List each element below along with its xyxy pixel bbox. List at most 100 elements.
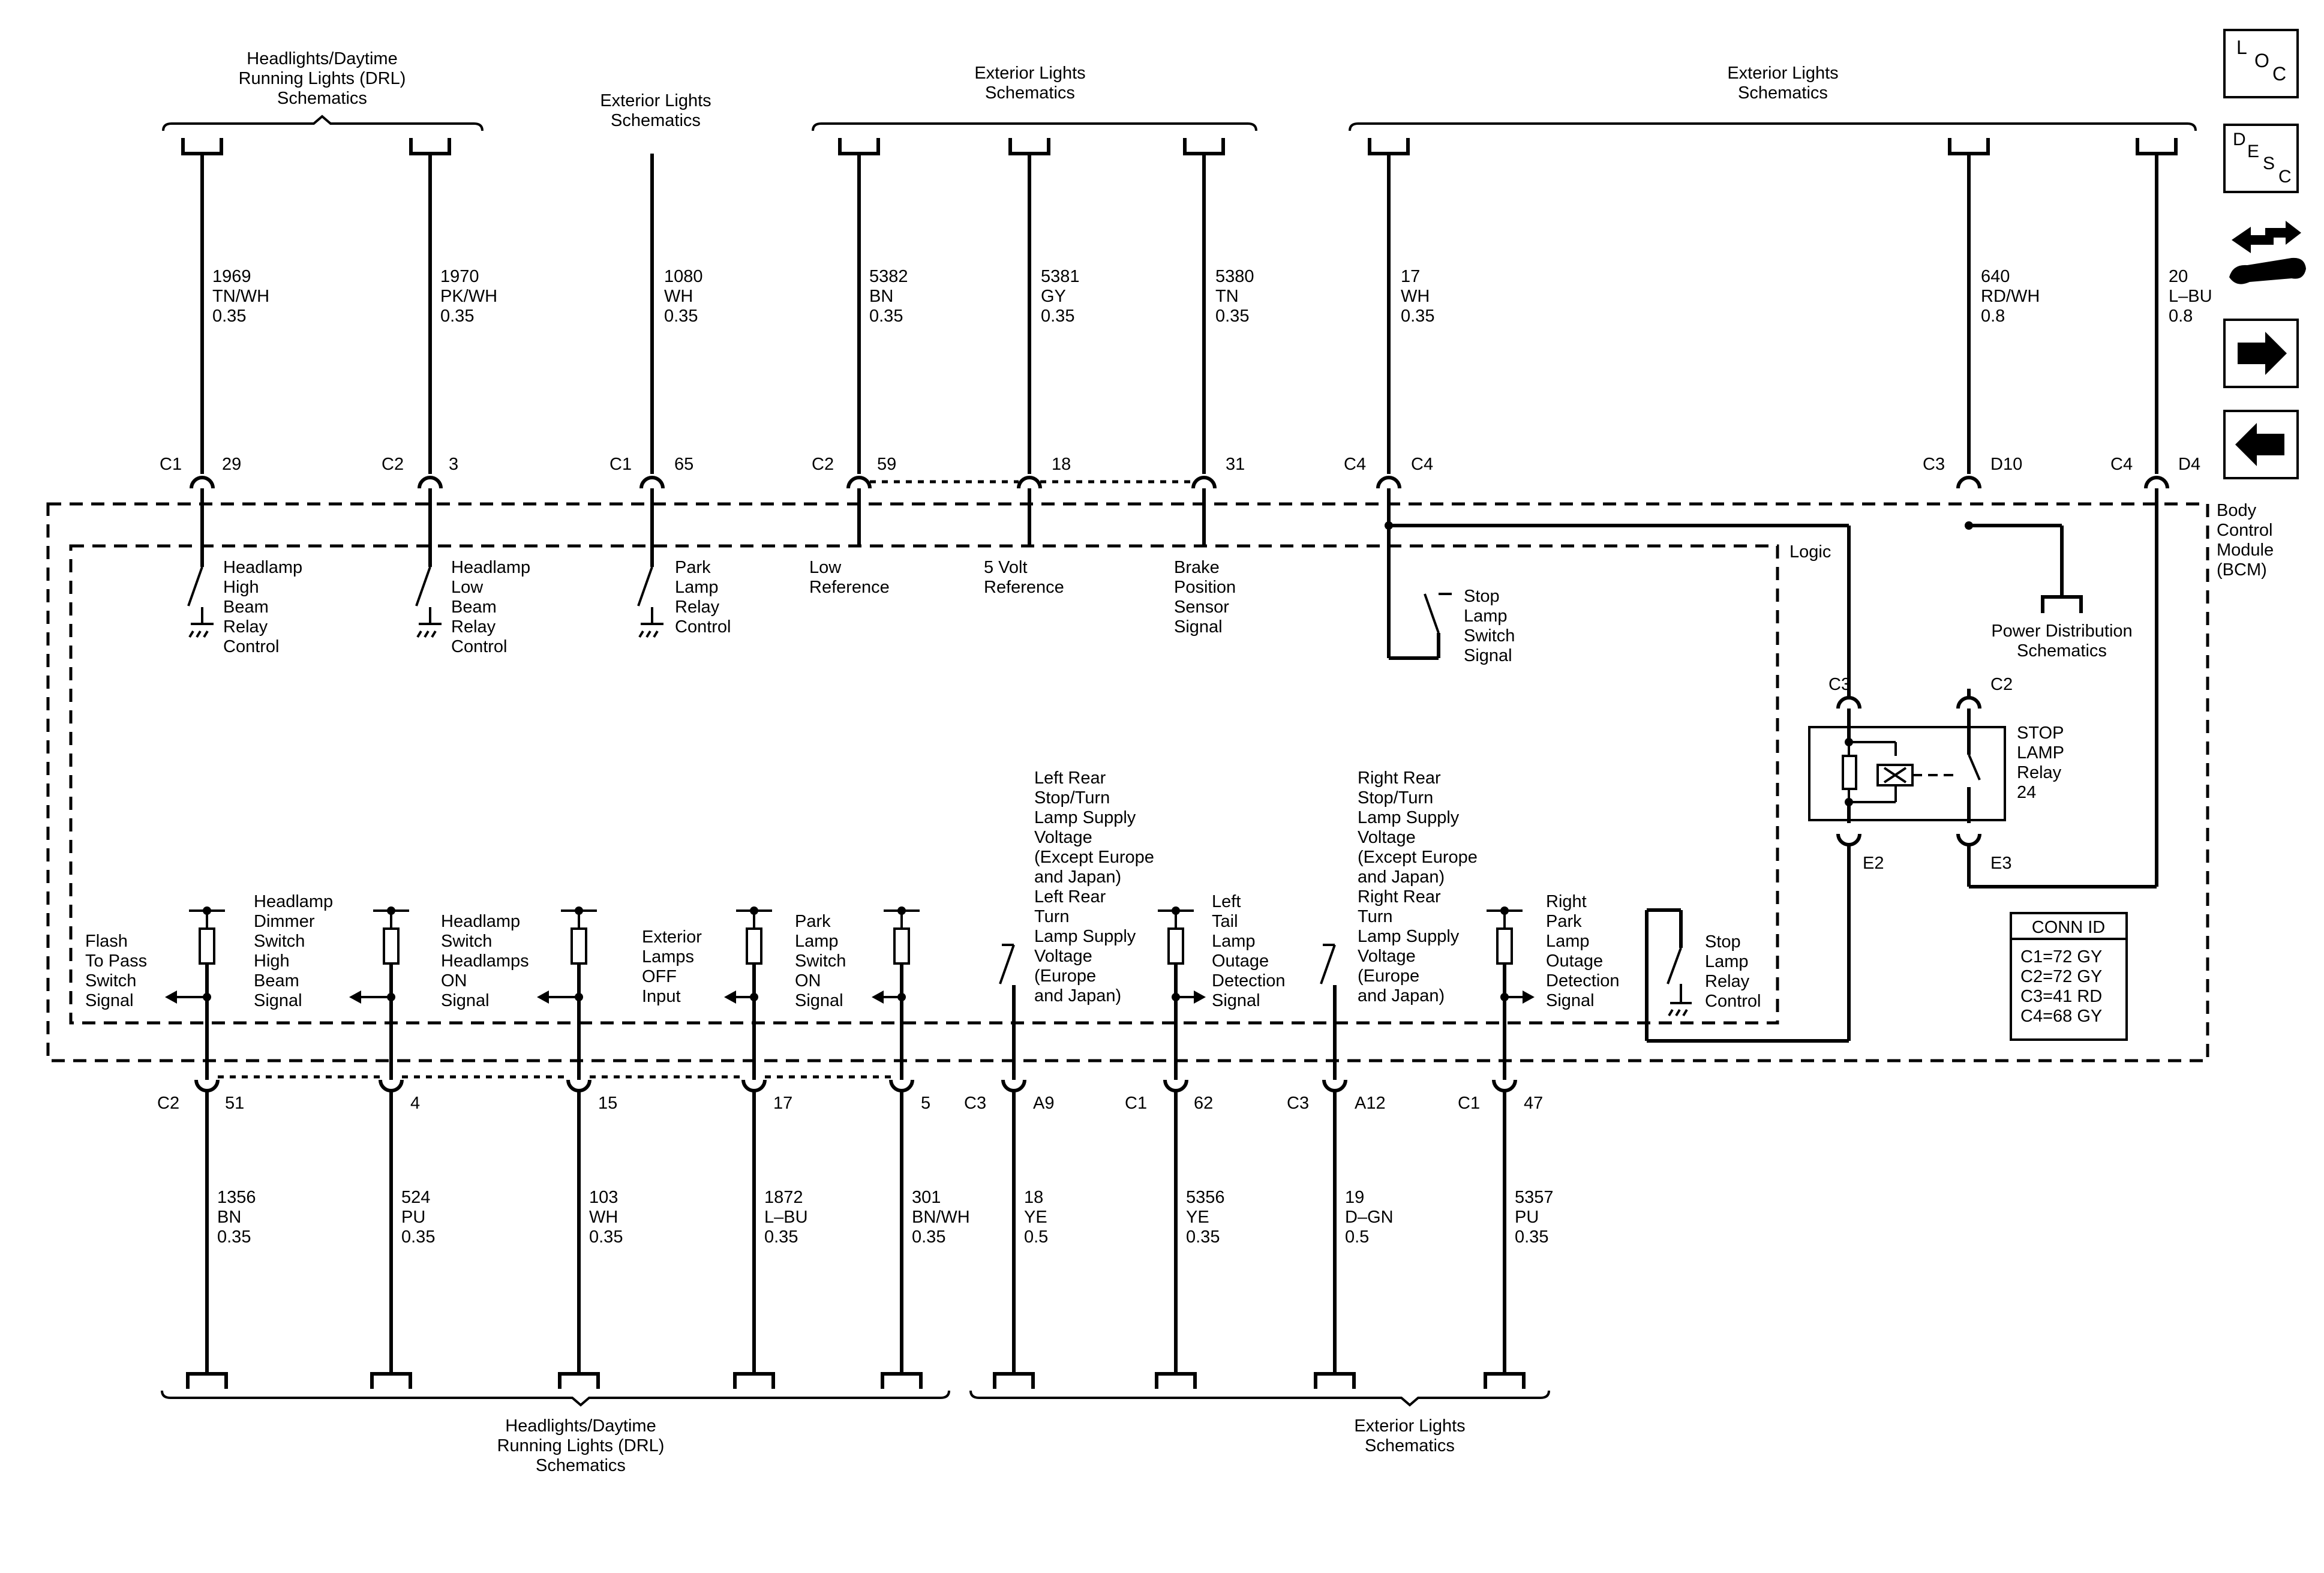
svg-text:15: 15	[598, 1094, 617, 1113]
svg-text:Schematics: Schematics	[1738, 83, 1828, 103]
svg-text:Signal: Signal	[1546, 991, 1595, 1010]
svg-text:524: 524	[401, 1188, 430, 1207]
desc-button[interactable]: D E S C	[2223, 124, 2299, 193]
svg-text:62: 62	[1194, 1094, 1213, 1113]
svg-text:Headlamp: Headlamp	[223, 558, 302, 577]
dimmer-switch-label: Headlamp Dimmer Switch High Beam Signal	[254, 892, 333, 1010]
right-rear-lamp-supply-label: Right Rear Stop/Turn Lamp Supply Voltage…	[1358, 769, 1478, 1005]
svg-text:BN: BN	[217, 1208, 241, 1227]
top-caption-drl[interactable]: Headlights/Daytime Running Lights (DRL) …	[239, 49, 406, 108]
svg-text:0.35: 0.35	[1186, 1227, 1220, 1247]
svg-text:S: S	[2263, 154, 2275, 173]
svg-text:E: E	[2247, 142, 2259, 161]
svg-text:Power Distribution: Power Distribution	[1991, 622, 2132, 641]
svg-text:Signal: Signal	[1464, 646, 1512, 665]
top-wire-label-2: 1970 PK/WH 0.35	[440, 267, 497, 326]
svg-text:(Except Europe: (Except Europe	[1358, 848, 1478, 867]
svg-text:Reference: Reference	[809, 578, 890, 597]
svg-text:C2=72 GY: C2=72 GY	[2020, 967, 2102, 986]
svg-text:0.35: 0.35	[1215, 307, 1249, 326]
svg-text:ON: ON	[441, 971, 467, 990]
top-caption-ext-3[interactable]: Exterior Lights Schematics	[1727, 64, 1838, 103]
svg-text:(Except Europe: (Except Europe	[1034, 848, 1154, 867]
svg-text:RD/WH: RD/WH	[1981, 287, 2040, 306]
svg-text:C: C	[2272, 63, 2286, 85]
top-connector-caps	[181, 138, 2178, 155]
svg-text:1080: 1080	[664, 267, 703, 286]
svg-text:Input: Input	[642, 987, 681, 1006]
svg-text:0.35: 0.35	[664, 307, 698, 326]
svg-text:TN/WH: TN/WH	[212, 287, 269, 306]
svg-text:TN: TN	[1215, 287, 1239, 306]
svg-text:Schematics: Schematics	[536, 1456, 626, 1475]
stop-lamp-relay-pins: C3 C2 E2 E3	[1828, 675, 2013, 873]
top-wire-label-9: 20 L–BU 0.8	[2169, 267, 2212, 326]
headlamps-on-label: Headlamp Switch Headlamps ON Signal	[441, 912, 529, 1010]
svg-text:C1=72 GY: C1=72 GY	[2020, 947, 2102, 966]
svg-text:59: 59	[877, 455, 896, 474]
svg-text:L: L	[2236, 37, 2247, 58]
svg-text:C3: C3	[1287, 1094, 1309, 1113]
five-volt-reference-label: 5 Volt Reference	[984, 558, 1064, 597]
svg-text:640: 640	[1981, 267, 2010, 286]
previous-page-button[interactable]	[2223, 410, 2299, 479]
bottom-caption-drl[interactable]: Headlights/Daytime Running Lights (DRL) …	[497, 1416, 665, 1475]
svg-text:PU: PU	[1515, 1208, 1539, 1227]
svg-text:C1: C1	[1458, 1094, 1480, 1113]
top-caption-ext-1[interactable]: Exterior Lights Schematics	[600, 91, 711, 130]
svg-text:LAMP: LAMP	[2017, 743, 2064, 763]
svg-text:Signal: Signal	[1174, 617, 1223, 637]
bottom-pin-labels: C2 51 4 15 17 5 C3 A9 C1 62 C3 A12 C1 47	[157, 1094, 1543, 1113]
svg-text:Outage: Outage	[1212, 951, 1269, 971]
svg-text:0.35: 0.35	[1401, 307, 1434, 326]
svg-text:Voltage: Voltage	[1358, 947, 1416, 966]
left-tail-outage-label: Left Tail Lamp Outage Detection Signal	[1212, 892, 1286, 1010]
svg-text:Right: Right	[1546, 892, 1587, 911]
stop-lamp-switch-circuit	[1385, 488, 1851, 689]
svg-text:5382: 5382	[869, 267, 908, 286]
svg-text:O: O	[2254, 50, 2269, 71]
bottom-caption-ext[interactable]: Exterior Lights Schematics	[1354, 1416, 1465, 1455]
bottom-wire-label-4: 1872 L–BU 0.35	[764, 1188, 808, 1247]
svg-text:19: 19	[1345, 1188, 1364, 1207]
svg-text:YE: YE	[1024, 1208, 1047, 1227]
arrow-left-icon	[2235, 423, 2284, 466]
bottom-wire-label-7: 5356 YE 0.35	[1186, 1188, 1225, 1247]
svg-text:Right Rear: Right Rear	[1358, 887, 1441, 906]
bcm-outer-boundary	[46, 502, 2209, 1062]
svg-text:ON: ON	[795, 971, 821, 990]
svg-text:Switch: Switch	[795, 951, 846, 971]
bottom-brackets	[161, 1390, 1550, 1407]
headlamp-low-relay-switch	[415, 488, 442, 638]
svg-text:17: 17	[1401, 267, 1420, 286]
top-caption-ext-2[interactable]: Exterior Lights Schematics	[974, 64, 1085, 103]
svg-text:Switch: Switch	[254, 932, 305, 951]
svg-text:Lamp: Lamp	[675, 578, 719, 597]
arrows-wrench-icon[interactable]	[2229, 221, 2306, 284]
svg-text:(BCM): (BCM)	[2217, 560, 2267, 580]
bottom-wire-label-1: 1356 BN 0.35	[217, 1188, 256, 1247]
svg-text:65: 65	[674, 455, 693, 474]
svg-text:Relay: Relay	[451, 617, 496, 637]
svg-text:Exterior Lights: Exterior Lights	[1354, 1416, 1465, 1436]
svg-text:Control: Control	[451, 637, 508, 656]
svg-text:Signal: Signal	[795, 991, 843, 1010]
bottom-wire-label-8: 19 D–GN 0.5	[1345, 1188, 1394, 1247]
svg-text:BN/WH: BN/WH	[912, 1208, 970, 1227]
svg-text:1356: 1356	[217, 1188, 256, 1207]
next-page-button[interactable]	[2223, 319, 2299, 388]
power-distribution-label[interactable]: Power Distribution Schematics	[1991, 622, 2132, 661]
right-rear-lamp-supply-switch	[1320, 944, 1337, 1080]
top-wire-label-7: 17 WH 0.35	[1401, 267, 1434, 326]
loc-button[interactable]: L O C	[2223, 29, 2299, 98]
svg-text:C3=41 RD: C3=41 RD	[2020, 987, 2102, 1006]
svg-text:Exterior Lights: Exterior Lights	[1727, 64, 1838, 83]
svg-text:OFF: OFF	[642, 967, 677, 986]
svg-text:Signal: Signal	[1212, 991, 1260, 1010]
svg-text:Exterior: Exterior	[642, 927, 702, 947]
right-park-outage-label: Right Park Lamp Outage Detection Signal	[1546, 892, 1620, 1010]
svg-text:Exterior Lights: Exterior Lights	[600, 91, 711, 110]
svg-text:Brake: Brake	[1174, 558, 1220, 577]
svg-text:Left Rear: Left Rear	[1034, 887, 1106, 906]
